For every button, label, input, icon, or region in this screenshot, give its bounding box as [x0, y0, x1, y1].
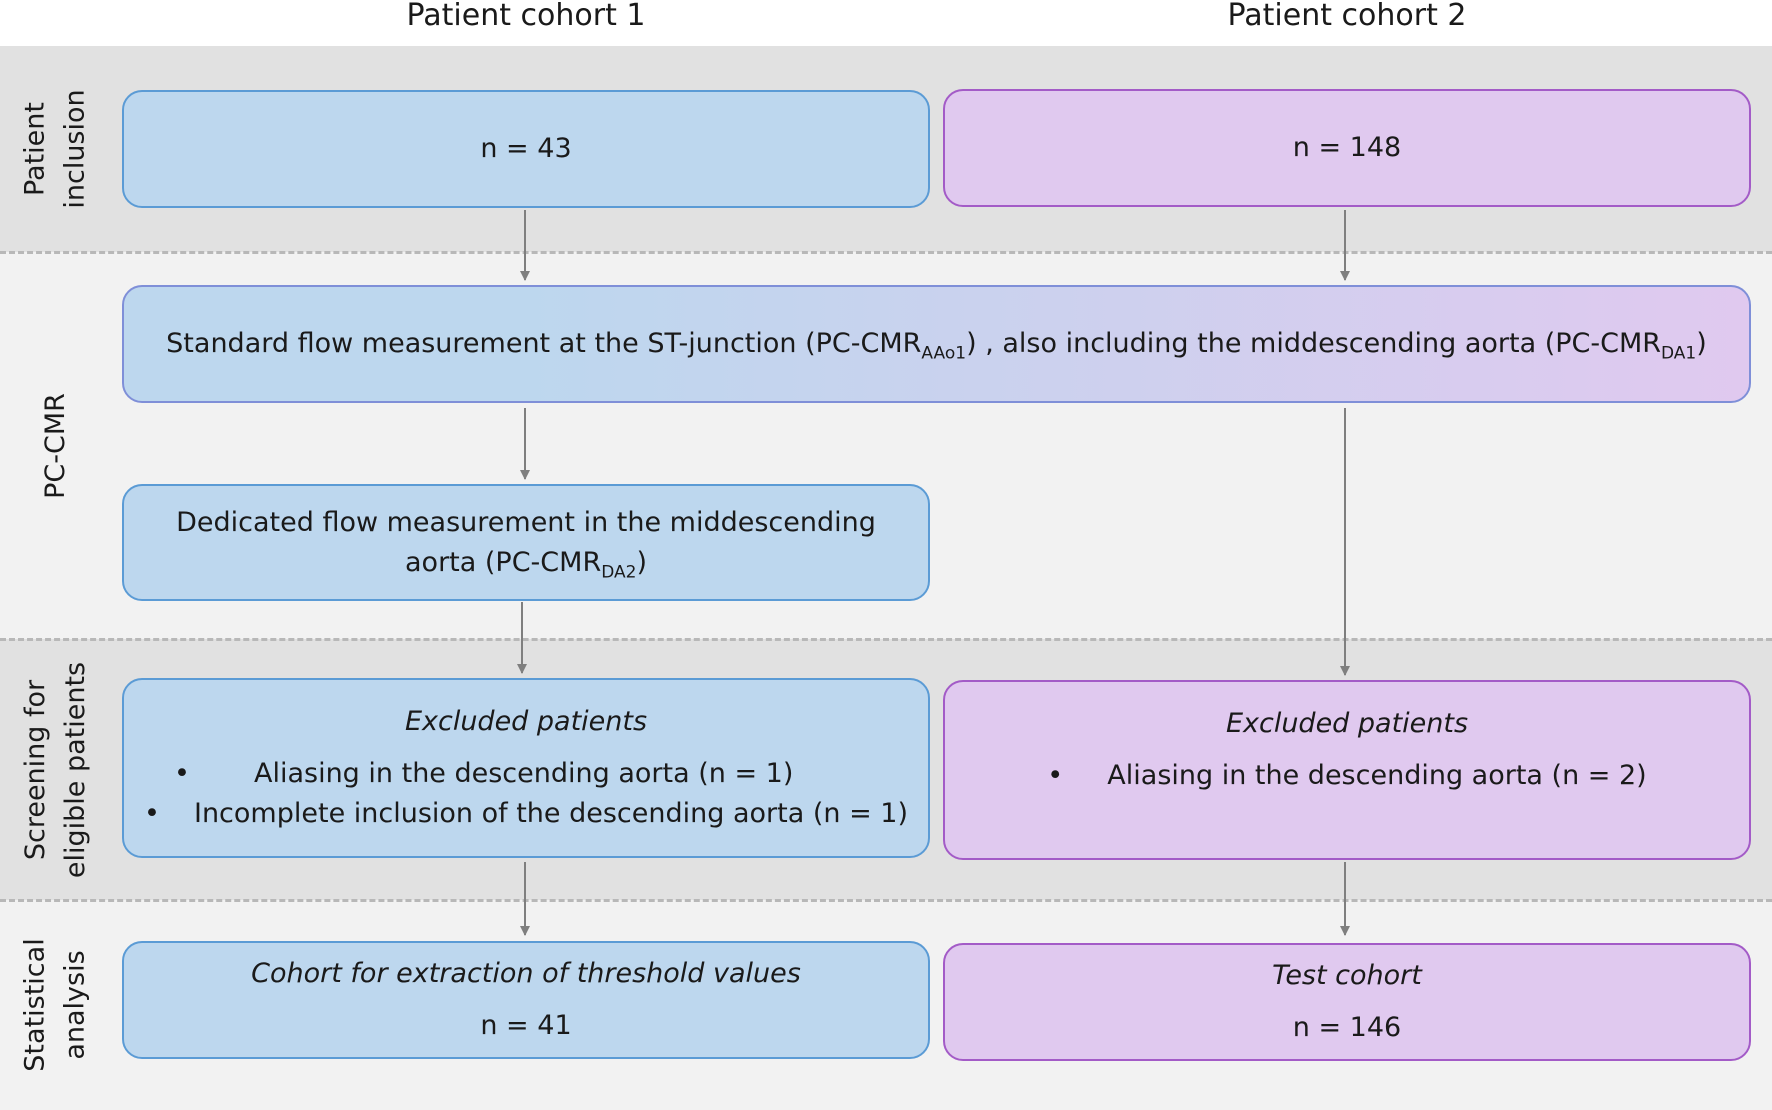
- standard-flow-box: Standard flow measurement at the ST-junc…: [122, 285, 1751, 403]
- cohort1-inclusion-box: n = 43: [122, 90, 930, 208]
- cohort1-excluded-list: •Aliasing in the descending aorta (n = 1…: [144, 754, 908, 834]
- cohort1-excluded-box: Excluded patients •Aliasing in the desce…: [122, 678, 930, 858]
- cohort2-excluded-box: Excluded patients •Aliasing in the desce…: [943, 680, 1751, 860]
- dedicated-flow-box: Dedicated flow measurement in the middes…: [122, 484, 930, 601]
- divider: [0, 899, 1772, 902]
- cohort1-analysis-count: n = 41: [480, 1010, 572, 1041]
- cohort1-inclusion-count: n = 43: [480, 133, 572, 164]
- cohort2-analysis-count: n = 146: [1292, 1012, 1402, 1043]
- dedicated-flow-line2: aorta (PC-CMRDA2): [405, 546, 647, 582]
- dedicated-flow-line1: Dedicated flow measurement in the middes…: [176, 506, 876, 538]
- standard-flow-text: Standard flow measurement at the ST-junc…: [166, 328, 1707, 364]
- cohort2-inclusion-box: n = 148: [943, 89, 1751, 207]
- list-item: •Incomplete inclusion of the descending …: [143, 798, 908, 829]
- cohort2-analysis-title: Test cohort: [1272, 960, 1422, 991]
- divider: [0, 251, 1772, 254]
- cohort1-analysis-title: Cohort for extraction of threshold value…: [251, 958, 801, 989]
- cohort1-header: Patient cohort 1: [406, 0, 646, 33]
- list-item: •Aliasing in the descending aorta (n = 2…: [1047, 760, 1647, 791]
- cohort2-excluded-title: Excluded patients: [1225, 708, 1469, 739]
- divider: [0, 638, 1772, 641]
- cohort1-analysis-box: Cohort for extraction of threshold value…: [122, 941, 930, 1059]
- cohort2-excluded-list: •Aliasing in the descending aorta (n = 2…: [1047, 756, 1646, 796]
- cohort2-inclusion-count: n = 148: [1292, 132, 1402, 163]
- cohort1-excluded-title: Excluded patients: [404, 706, 648, 737]
- cohort2-analysis-box: Test cohort n = 146: [943, 943, 1751, 1061]
- list-item: •Aliasing in the descending aorta (n = 1…: [173, 758, 794, 789]
- cohort2-header: Patient cohort 2: [1227, 0, 1467, 33]
